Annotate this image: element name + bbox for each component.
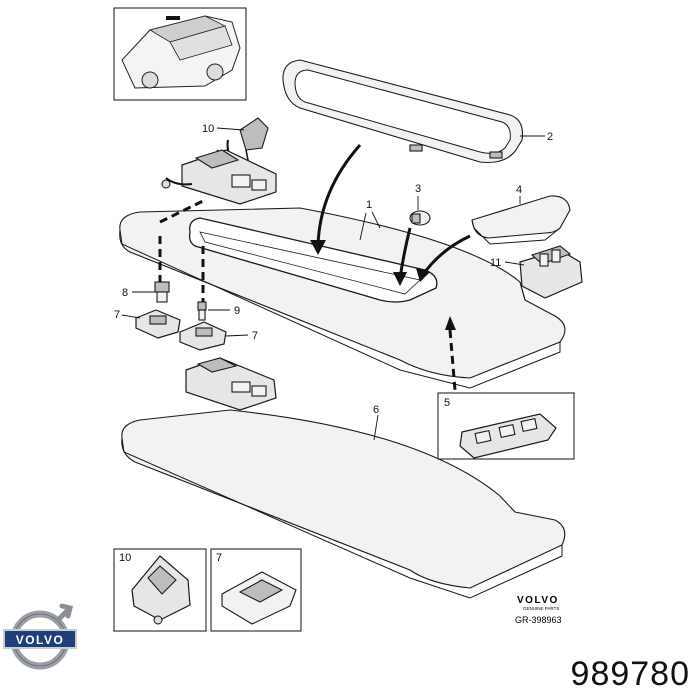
callout-7-right: 7	[252, 330, 258, 342]
vehicle-thumbnail	[113, 7, 247, 101]
part-7-cover-left	[135, 309, 181, 339]
part-5-inset	[437, 392, 575, 460]
callout-labels: 10 2 3 4 1 11 8 9 7 7 5 6 10 7	[114, 123, 553, 564]
genuine-parts-subtitle: GENUINE PARTS	[523, 606, 559, 611]
part-11-switch-housing	[519, 245, 583, 299]
part-number: 989780	[570, 655, 690, 693]
assembly-dashed-lines	[158, 198, 457, 391]
genuine-parts-brand: VOLVO	[517, 595, 559, 606]
callout-11: 11	[490, 257, 501, 269]
inset-callout-10: 10	[119, 552, 131, 564]
callout-leaders	[121, 127, 545, 441]
callout-7-left: 7	[114, 309, 120, 321]
volvo-logo: VOLVO	[3, 603, 77, 670]
callout-9: 9	[234, 305, 240, 317]
part-3-bulb	[409, 210, 431, 226]
drawing-reference: GR-398963	[515, 615, 562, 625]
part-9-screw	[197, 301, 207, 321]
genuine-parts-block: VOLVO GENUINE PARTS GR-398963	[515, 595, 562, 625]
inset-callout-7: 7	[216, 552, 222, 564]
callout-8: 8	[122, 287, 128, 299]
part-4-lamp-lens	[471, 195, 571, 245]
callout-3: 3	[415, 183, 421, 195]
callout-2: 2	[547, 131, 553, 143]
part-1-sun-visor	[119, 207, 566, 389]
part-8-screw	[154, 281, 170, 303]
callout-5: 5	[444, 397, 450, 409]
visor-hinge-block-lower	[185, 357, 277, 411]
callout-1: 1	[366, 199, 372, 211]
callout-6: 6	[373, 404, 379, 416]
part-2-mirror-cover	[282, 59, 524, 164]
callout-10: 10	[202, 123, 214, 135]
part-6-sun-visor-plain	[121, 409, 566, 599]
volvo-logo-text: VOLVO	[16, 633, 65, 647]
visor-hinge-block-upper	[161, 149, 277, 205]
part-10-detail-inset	[113, 548, 207, 632]
part-7-detail-inset	[210, 548, 302, 632]
callout-4: 4	[516, 184, 522, 196]
assembly-arrows	[310, 144, 471, 330]
part-7-cover-right	[179, 321, 227, 351]
